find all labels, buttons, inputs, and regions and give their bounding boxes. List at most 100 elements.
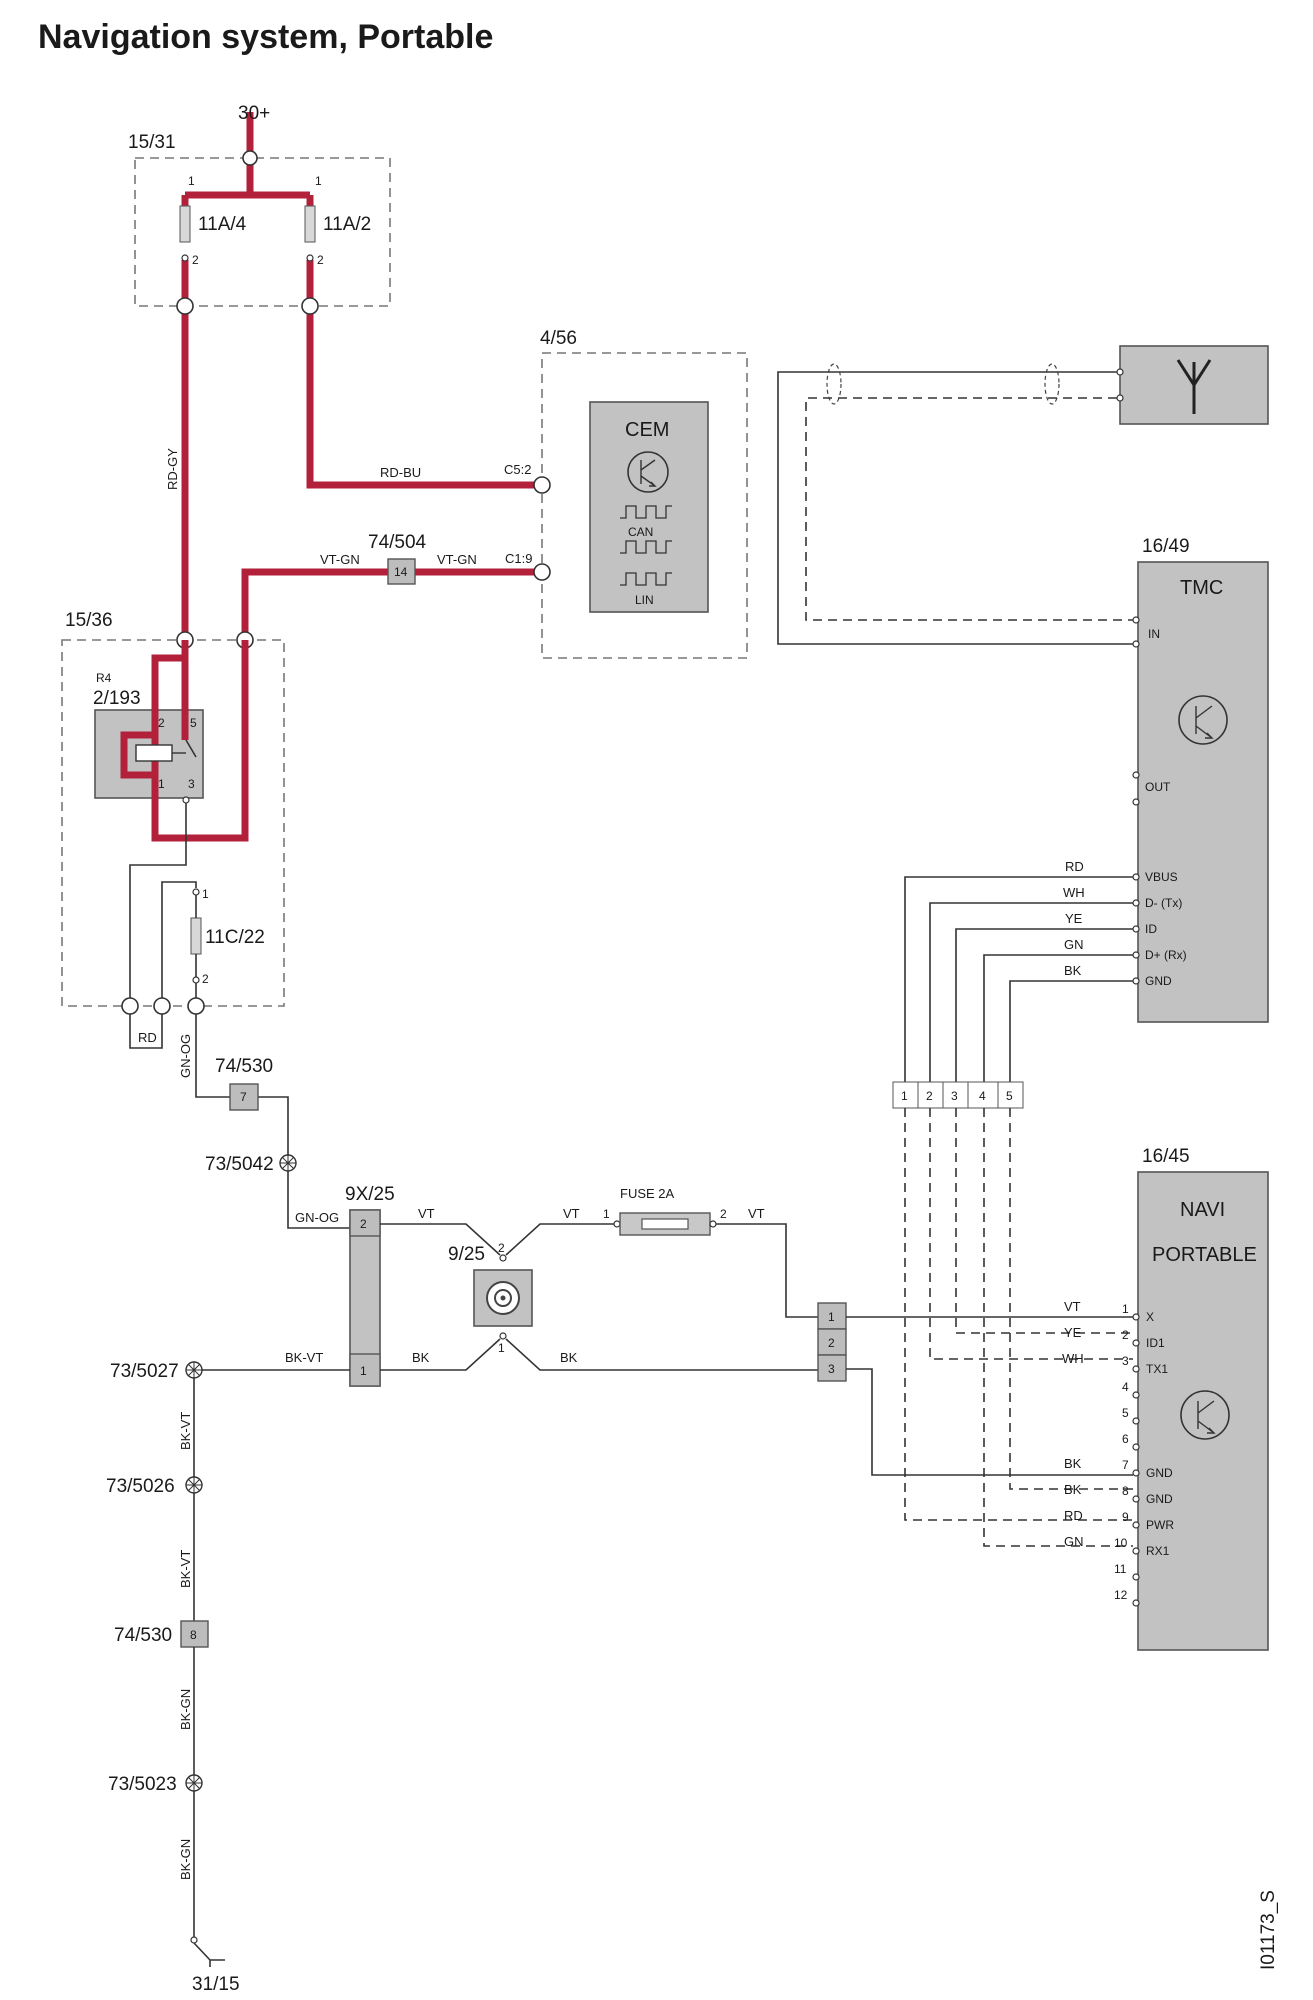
chassis-ground-icon — [193, 1942, 225, 1967]
relay-box-label: 15/36 — [65, 610, 113, 631]
svg-text:X: X — [1146, 1310, 1154, 1324]
svg-text:7: 7 — [240, 1090, 247, 1104]
cem-c1-node — [533, 563, 551, 581]
wire-label-vt-1: VT — [418, 1206, 435, 1221]
svg-text:3: 3 — [1122, 1354, 1129, 1368]
svg-text:12: 12 — [1114, 1588, 1128, 1602]
cem-pin-c1: C1:9 — [505, 551, 532, 566]
svg-text:2: 2 — [360, 1217, 367, 1231]
shield-icon-1 — [826, 363, 842, 405]
svg-text:D- (Tx): D- (Tx) — [1145, 896, 1182, 910]
svg-text:ID: ID — [1145, 922, 1157, 936]
fuse-11a-2: 1 2 11A/2 — [304, 174, 371, 267]
fuse-2a-label: FUSE 2A — [620, 1186, 675, 1201]
svg-text:TX1: TX1 — [1146, 1362, 1168, 1376]
navi-module-label: 16/45 — [1142, 1146, 1190, 1167]
wire-label-rd: RD — [138, 1030, 157, 1045]
svg-text:YE: YE — [1065, 911, 1083, 926]
connector-5pin: 1 2 3 4 5 — [892, 1081, 1024, 1109]
tmc-module-label: 16/49 — [1142, 536, 1190, 557]
svg-text:4: 4 — [1122, 1380, 1129, 1394]
navi-label-1: NAVI — [1180, 1199, 1225, 1221]
svg-text:3: 3 — [828, 1362, 835, 1376]
conn-530-bot-label: 74/530 — [114, 1625, 172, 1646]
relay-name: R4 — [96, 671, 112, 685]
navi-transistor-icon — [1180, 1390, 1230, 1440]
svg-text:7: 7 — [1122, 1458, 1129, 1472]
svg-text:3: 3 — [188, 777, 195, 791]
conn-530-top-box — [229, 1083, 259, 1111]
fuse-11a-4: 1 2 11A/4 — [179, 174, 247, 267]
cem-c5-node — [533, 476, 551, 494]
svg-text:2: 2 — [926, 1089, 933, 1103]
conn-9x25-label: 9X/25 — [345, 1184, 395, 1205]
fuse-box-15-31-label: 15/31 — [128, 132, 176, 153]
gnd-5026-label: 73/5026 — [106, 1476, 175, 1497]
svg-text:1: 1 — [828, 1310, 835, 1324]
connector-3pin: 1 2 3 — [817, 1302, 847, 1382]
splice-504-box — [387, 558, 416, 585]
svg-text:10: 10 — [1114, 1536, 1128, 1550]
svg-text:1: 1 — [360, 1364, 367, 1378]
svg-text:YE: YE — [1064, 1325, 1082, 1340]
svg-text:RD: RD — [1065, 859, 1084, 874]
wire-label-rd-gy: RD-GY — [165, 448, 180, 490]
cem-transistor-icon — [627, 451, 669, 493]
svg-text:8: 8 — [1122, 1484, 1129, 1498]
splice-504-pin: 14 — [394, 565, 408, 579]
svg-text:WH: WH — [1062, 1351, 1084, 1366]
gnd-5023-label: 73/5023 — [108, 1774, 177, 1795]
fuse-11a-4-label: 11A/4 — [198, 214, 247, 235]
svg-text:GND: GND — [1146, 1492, 1173, 1506]
svg-text:1: 1 — [901, 1089, 908, 1103]
image-id: I01173_S — [1258, 1890, 1279, 1970]
svg-text:3: 3 — [951, 1089, 958, 1103]
svg-text:OUT: OUT — [1145, 780, 1171, 794]
svg-text:GND: GND — [1145, 974, 1172, 988]
navi-box — [1137, 1171, 1269, 1651]
svg-text:8: 8 — [190, 1628, 197, 1642]
wire-label-vt-2: VT — [563, 1206, 580, 1221]
svg-text:11: 11 — [1114, 1562, 1127, 1576]
antenna-icon — [1176, 359, 1212, 414]
gnd-5027-label: 73/5027 — [110, 1361, 179, 1382]
cem-label: CEM — [625, 419, 669, 441]
svg-text:2: 2 — [317, 253, 324, 267]
svg-text:1: 1 — [603, 1207, 610, 1221]
svg-text:BK: BK — [1064, 1456, 1082, 1471]
wire-label-bk-vt-3: BK-VT — [178, 1550, 193, 1588]
lin-signal-icon — [620, 572, 672, 586]
wire-label-bk-2: BK — [560, 1350, 578, 1365]
svg-text:D+ (Rx): D+ (Rx) — [1145, 948, 1187, 962]
wire-label-bk-1: BK — [412, 1350, 430, 1365]
conn-925-label: 9/25 — [448, 1244, 485, 1265]
shield-icon-2 — [1044, 363, 1060, 405]
relay-coil-icon — [135, 744, 173, 762]
can-signal-icon-2 — [620, 540, 672, 554]
navi-label-2: PORTABLE — [1152, 1244, 1257, 1266]
svg-text:5: 5 — [190, 716, 197, 730]
tmc-label: TMC — [1180, 577, 1223, 599]
svg-text:GND: GND — [1146, 1466, 1173, 1480]
wire-label-vt-3: VT — [748, 1206, 765, 1221]
fuse-11a-2-label: 11A/2 — [323, 214, 371, 235]
svg-text:1: 1 — [1122, 1302, 1129, 1316]
wire-label-bk-vt-1: BK-VT — [285, 1350, 323, 1365]
relay-id: 2/193 — [93, 688, 141, 709]
svg-text:GN: GN — [1064, 1534, 1084, 1549]
cem-box — [589, 401, 709, 613]
svg-text:WH: WH — [1063, 885, 1085, 900]
relay-out-node-3 — [187, 997, 205, 1015]
svg-text:1: 1 — [188, 174, 195, 188]
svg-text:RX1: RX1 — [1146, 1544, 1170, 1558]
svg-text:PWR: PWR — [1146, 1518, 1174, 1532]
svg-text:9: 9 — [1122, 1510, 1129, 1524]
svg-text:6: 6 — [1122, 1432, 1129, 1446]
gnd-5042-label: 73/5042 — [205, 1154, 274, 1175]
svg-text:BK: BK — [1064, 1482, 1082, 1497]
svg-text:4: 4 — [979, 1089, 986, 1103]
relay-out-node-2 — [153, 997, 171, 1015]
svg-text:VT: VT — [1064, 1299, 1081, 1314]
relay-out-node-1 — [121, 997, 139, 1015]
